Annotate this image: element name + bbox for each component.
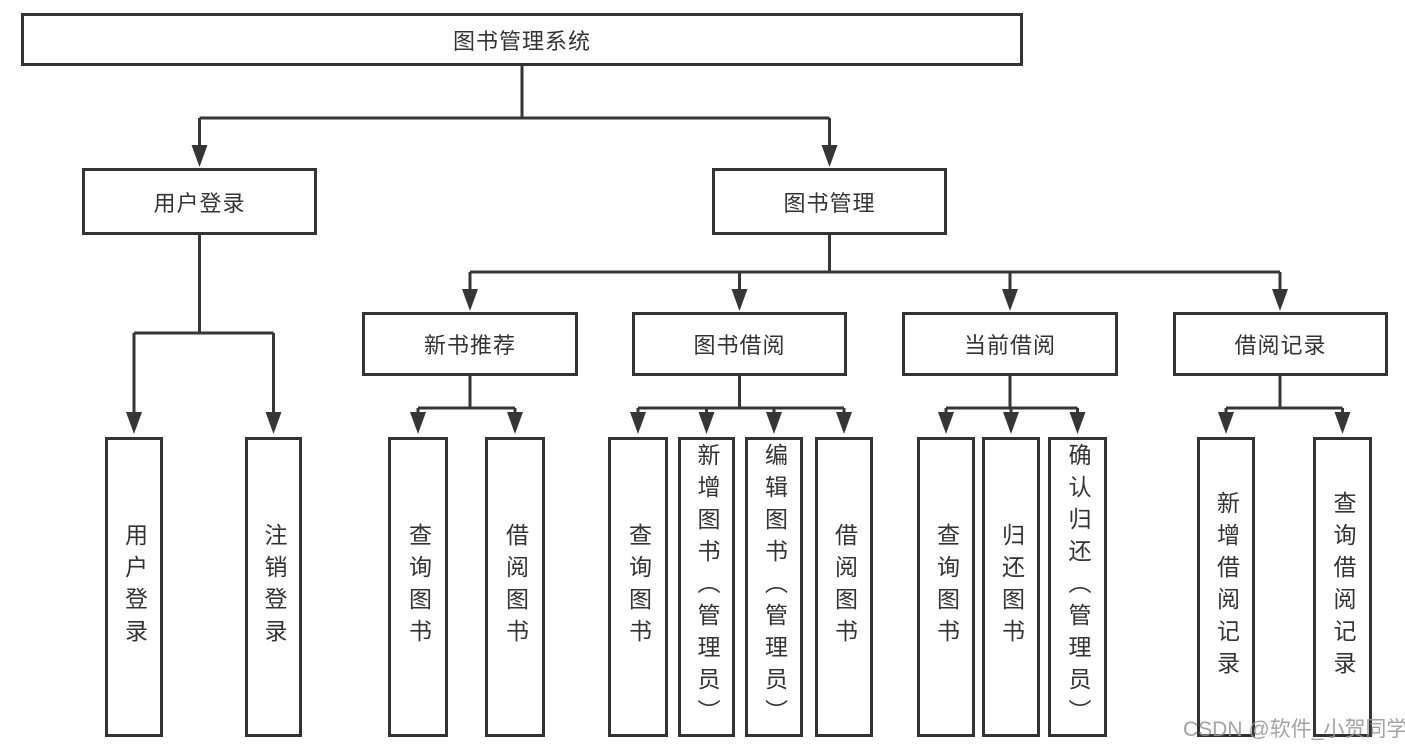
arrowhead bbox=[191, 145, 208, 167]
leaf-return-books-label: 归还图书 bbox=[998, 523, 1025, 651]
node-new-book-recommend: 新书推荐 bbox=[362, 312, 578, 376]
connector-records-to-leaves bbox=[1224, 376, 1344, 414]
node-user-login: 用户登录 bbox=[82, 168, 317, 235]
arrowhead bbox=[1334, 412, 1351, 434]
connector-userlogin-to-leaves bbox=[132, 235, 275, 414]
leaf-borrow-books-recommend-label: 借阅图书 bbox=[502, 523, 529, 651]
arrowheads bbox=[126, 145, 1351, 434]
leaf-logout-label: 注销登录 bbox=[261, 523, 287, 651]
leaf-user-login: 用户登录 bbox=[105, 437, 163, 737]
arrowhead bbox=[462, 289, 478, 311]
connector-newrec-to-leaves bbox=[416, 376, 517, 414]
arrowhead bbox=[630, 412, 646, 434]
node-borrow-records: 借阅记录 bbox=[1173, 312, 1388, 376]
leaf-confirm-return-admin-label: 确认归还（管理员） bbox=[1065, 443, 1091, 731]
leaf-confirm-return-admin: 确认归还（管理员） bbox=[1048, 437, 1107, 737]
node-library-system-label: 图书管理系统 bbox=[452, 28, 591, 54]
arrowhead bbox=[410, 412, 426, 434]
node-book-management-label: 图书管理 bbox=[783, 190, 876, 216]
leaf-query-books-recommend: 查询图书 bbox=[388, 437, 448, 737]
arrowhead bbox=[766, 412, 782, 434]
node-new-book-recommend-label: 新书推荐 bbox=[423, 333, 516, 358]
arrowhead bbox=[126, 412, 142, 434]
arrowhead bbox=[1002, 289, 1018, 311]
node-library-system: 图书管理系统 bbox=[21, 13, 1023, 66]
arrowhead bbox=[698, 412, 715, 434]
arrowhead bbox=[265, 412, 282, 434]
leaf-add-borrow-record: 新增借阅记录 bbox=[1197, 437, 1255, 737]
arrowhead bbox=[1003, 412, 1019, 434]
node-current-borrow: 当前借阅 bbox=[902, 312, 1118, 376]
node-book-management: 图书管理 bbox=[712, 168, 947, 235]
leaf-query-books-current: 查询图书 bbox=[917, 437, 975, 737]
leaf-query-books-current-label: 查询图书 bbox=[933, 523, 960, 651]
arrowhead bbox=[1272, 289, 1288, 311]
node-book-borrow-label: 图书借阅 bbox=[693, 333, 786, 358]
arrowhead bbox=[836, 412, 852, 434]
node-borrow-records-label: 借阅记录 bbox=[1234, 333, 1327, 358]
arrowhead bbox=[507, 412, 523, 434]
node-current-borrow-label: 当前借阅 bbox=[963, 333, 1056, 358]
arrowhead bbox=[938, 412, 954, 434]
leaf-edit-book-admin-label: 编辑图书（管理员） bbox=[761, 443, 788, 731]
leaf-borrow-books-recommend: 借阅图书 bbox=[485, 437, 545, 737]
arrowhead bbox=[1218, 412, 1234, 434]
leaf-borrow-books: 借阅图书 bbox=[815, 437, 873, 737]
leaf-add-book-admin: 新增图书（管理员） bbox=[678, 437, 735, 737]
leaf-logout: 注销登录 bbox=[245, 437, 302, 737]
node-user-login-label: 用户登录 bbox=[153, 190, 246, 216]
leaf-query-books-borrow: 查询图书 bbox=[608, 437, 668, 737]
arrowhead bbox=[821, 145, 838, 167]
leaf-query-borrow-record: 查询借阅记录 bbox=[1313, 437, 1372, 737]
node-book-borrow: 图书借阅 bbox=[632, 312, 847, 376]
connector-bookborrow-to-leaves bbox=[636, 376, 846, 414]
arrowhead bbox=[731, 289, 748, 311]
connector-root-to-level2 bbox=[198, 66, 831, 148]
leaf-query-books-recommend-label: 查询图书 bbox=[405, 523, 432, 651]
leaf-edit-book-admin: 编辑图书（管理员） bbox=[745, 437, 803, 737]
leaf-user-login-label: 用户登录 bbox=[121, 523, 148, 651]
arrowhead bbox=[1069, 412, 1086, 434]
leaf-query-books-borrow-label: 查询图书 bbox=[625, 523, 652, 651]
leaf-borrow-books-label: 借阅图书 bbox=[831, 523, 858, 651]
leaf-return-books: 归还图书 bbox=[982, 437, 1040, 737]
leaf-query-borrow-record-label: 查询借阅记录 bbox=[1330, 491, 1356, 683]
connector-curborrow-to-leaves bbox=[944, 376, 1079, 414]
leaf-add-borrow-record-label: 新增借阅记录 bbox=[1213, 491, 1240, 683]
leaf-add-book-admin-label: 新增图书（管理员） bbox=[694, 443, 720, 731]
connector-bookmgmt-to-level3 bbox=[468, 235, 1282, 292]
csdn-watermark: CSDN @软件_小贺同学 bbox=[1183, 718, 1405, 741]
